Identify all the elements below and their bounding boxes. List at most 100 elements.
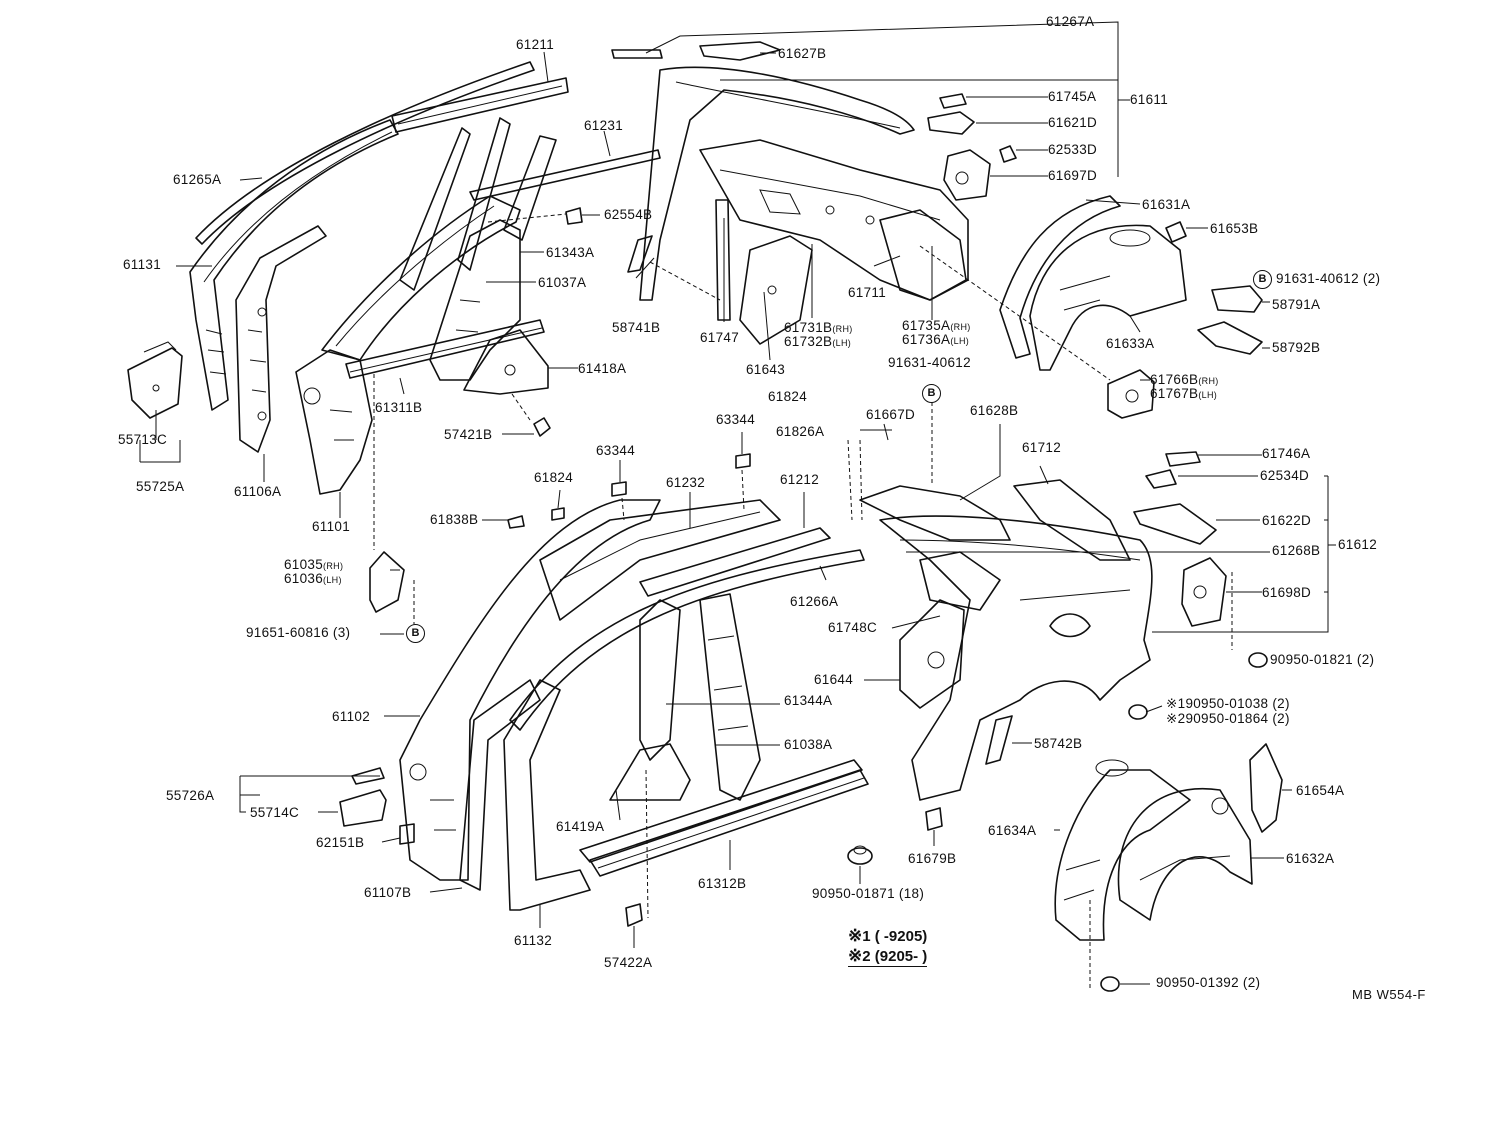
suffix-rh: (RH): [1198, 376, 1219, 386]
clip-62554B: [565, 207, 583, 225]
label-55726A: 55726A: [166, 788, 215, 803]
label-61746A: 61746A: [1262, 446, 1311, 461]
label-58741B: 58741B: [612, 320, 661, 335]
label-61766B-text: 61766B: [1150, 372, 1199, 387]
label-55725A: 55725A: [136, 479, 185, 494]
label-61266A: 61266A: [790, 594, 839, 609]
label-61679B: 61679B: [908, 851, 957, 866]
suffix-lh: (LH): [832, 338, 852, 348]
label-61766B: 61766B(RH): [1150, 372, 1219, 389]
roof-rail-61231: [469, 149, 661, 201]
label-61231: 61231: [584, 118, 624, 133]
rocker-61311B: [345, 319, 545, 379]
star-mark: ※: [848, 946, 863, 965]
label-61735A: 61735A(RH): [902, 318, 971, 335]
label-90950-01871: 90950-01871 (18): [812, 886, 925, 901]
roof-side-rail-61266A: [509, 549, 865, 731]
label-62151B: 62151B: [316, 835, 365, 850]
label-61826A: 61826A: [776, 424, 825, 439]
wheelhouse-outer-61631A: [999, 195, 1121, 359]
label-63344-right: 63344: [716, 412, 756, 427]
wheelhouse-61634A: [1054, 759, 1191, 941]
label-61035-text: 61035: [284, 557, 324, 572]
extension-61766B: [1107, 369, 1155, 419]
bracket-58792B: [1197, 321, 1263, 355]
grommet-90950-01821: [1248, 652, 1268, 668]
small-panel-61679B: [925, 807, 943, 831]
bracket-61035: [369, 551, 405, 613]
label-61767B-text: 61767B: [1150, 386, 1199, 401]
front-pillar-lower-61132: [503, 679, 591, 911]
label-61102: 61102: [332, 709, 371, 724]
reinforcement-61419A: [609, 743, 691, 801]
note-2: ※2 (9205- ): [848, 946, 928, 967]
pillar-61037A: [429, 219, 521, 381]
label-61667D: 61667D: [866, 407, 916, 422]
label-61654A: 61654A: [1296, 783, 1345, 798]
label-62534D: 62534D: [1260, 468, 1310, 483]
label-61712: 61712: [1022, 440, 1062, 455]
rocker-61312B: [579, 759, 869, 877]
label-61101: 61101: [312, 519, 351, 534]
label-61643: 61643: [746, 362, 786, 377]
label-55714C: 55714C: [250, 805, 300, 820]
label-61633A: 61633A: [1106, 336, 1155, 351]
reinforcement-61418A: [463, 329, 549, 395]
grommet-90950-01392: [1100, 976, 1120, 992]
label-61311B: 61311B: [375, 400, 423, 415]
label-63344-left: 63344: [596, 443, 636, 458]
bracket-55713C: [127, 341, 183, 419]
upper-panel-61232: [539, 499, 781, 621]
label-61106A: 61106A: [234, 484, 282, 499]
reinforce-61643: [739, 235, 813, 345]
bracket-58791A: [1211, 285, 1263, 313]
b-mark-icon: B: [1253, 270, 1272, 289]
suffix-rh: (RH): [832, 324, 853, 334]
bracket-55726A: [351, 767, 385, 785]
wheelhouse-61632A: [1117, 787, 1253, 921]
package-tray-61611: [639, 66, 969, 301]
center-pillar-61344A-61038A: [639, 593, 761, 801]
note-1-number: 1: [862, 928, 871, 945]
clip-61824-left: [551, 507, 565, 521]
label-61697D: 61697D: [1048, 168, 1098, 183]
suffix-rh: (RH): [323, 561, 344, 571]
label-61107B: 61107B: [364, 885, 412, 900]
label-61632A: 61632A: [1286, 851, 1335, 866]
b-mark-icon: B: [406, 624, 425, 643]
panel-61712: [1013, 479, 1131, 561]
note-number-2: 2: [1177, 711, 1186, 726]
label-91631-40612: 91631-40612: [888, 355, 971, 370]
suffix-rh: (RH): [950, 322, 971, 332]
label-90950-01392: 90950-01392 (2): [1156, 975, 1261, 990]
label-61343A: 61343A: [546, 245, 595, 260]
bracket-55714C: [339, 789, 387, 827]
small-parts-61746A-62534D-61622D: [1133, 451, 1217, 545]
leader-lines: [139, 21, 1336, 985]
quarter-panel-61612: [879, 515, 1153, 801]
pillar-group-upper: [321, 117, 557, 361]
roof-rail-61265A: [195, 61, 535, 245]
grommet-90950-01038: [1128, 704, 1148, 720]
star-mark: ※: [848, 926, 863, 945]
label-91631-40612-2: 91631-40612 (2): [1276, 271, 1381, 286]
label-61748C: 61748C: [828, 620, 878, 635]
label-61732B: 61732B(LH): [784, 334, 851, 351]
label-61736A-text: 61736A: [902, 332, 951, 347]
label-61747: 61747: [700, 330, 740, 345]
label-61312B: 61312B: [698, 876, 747, 891]
lid-61698D: [1181, 557, 1227, 627]
label-61035: 61035(RH): [284, 557, 343, 574]
body-side-front-61102: [399, 499, 661, 881]
strip-58741B: [627, 235, 653, 273]
pillar-61107B: [459, 679, 541, 891]
panel-61628B: [859, 485, 1011, 541]
hinge-pillar-61101: [295, 349, 373, 495]
note-number-1: 1: [1177, 696, 1186, 711]
label-61212: 61212: [780, 472, 820, 487]
suffix-lh: (LH): [323, 575, 342, 585]
label-61711: 61711: [848, 285, 887, 300]
label-61267A: 61267A: [1046, 14, 1095, 29]
label-58791A: 58791A: [1272, 297, 1321, 312]
